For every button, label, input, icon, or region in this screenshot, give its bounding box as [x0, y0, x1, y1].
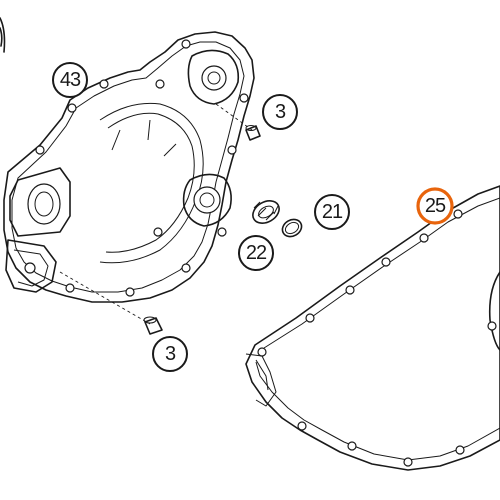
callout-circle-highlighted: [416, 187, 454, 225]
callout-3-lower: 3: [152, 336, 188, 372]
leader-screw-lower: [59, 271, 151, 325]
callout-label: 21: [322, 201, 343, 223]
callout-circle: [314, 194, 350, 230]
leader-screw-upper: [215, 103, 253, 131]
clutch-cover: [3, 31, 255, 303]
o-ring: [281, 218, 303, 238]
edge-fragment: [0, 17, 6, 53]
callout-label: 3: [165, 343, 176, 365]
callout-22: 22: [238, 235, 274, 271]
callout-21: 21: [314, 194, 350, 230]
callout-circle: [262, 94, 298, 130]
callout-circle: [152, 336, 188, 372]
callout-43: 43: [52, 62, 88, 98]
clutch-cover-gasket: [245, 185, 500, 471]
shaft-seal: [252, 200, 280, 224]
callout-25: 25: [416, 187, 454, 225]
dowel-pin-upper: [245, 125, 261, 141]
callout-circle: [238, 235, 274, 271]
callout-label: 25: [425, 195, 446, 217]
callout-label: 22: [246, 242, 267, 264]
callout-circle: [52, 62, 88, 98]
dowel-pin-lower: [143, 316, 163, 335]
callout-3-upper: 3: [262, 94, 298, 130]
callout-label: 43: [60, 69, 81, 91]
callout-label: 3: [275, 101, 286, 123]
